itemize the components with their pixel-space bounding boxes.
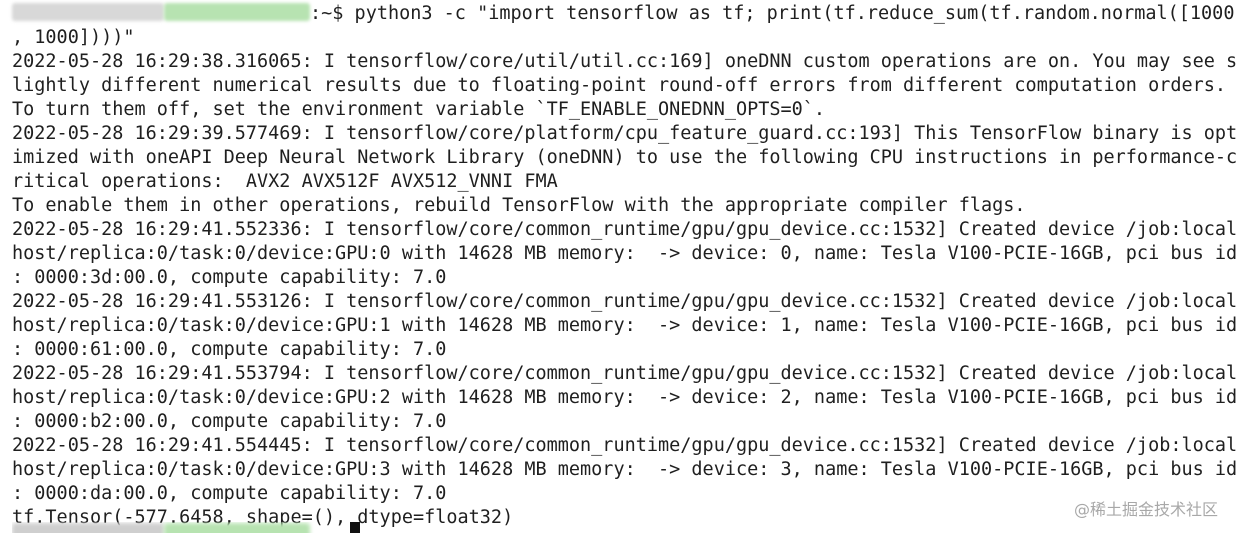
output-line: host/replica:0/task:0/device:GPU:2 with … bbox=[12, 387, 1236, 408]
command-line-continued: , 1000])))" bbox=[12, 27, 135, 48]
output-line: 2022-05-28 16:29:39.577469: I tensorflow… bbox=[12, 123, 1236, 144]
terminal-output: :~$ python3 -c "import tensorflow as tf;… bbox=[12, 2, 1236, 530]
output-line: 2022-05-28 16:29:38.316065: I tensorflow… bbox=[12, 51, 1236, 72]
redacted-hostname bbox=[164, 3, 310, 21]
output-line: : 0000:61:00.0, compute capability: 7.0 bbox=[12, 339, 447, 360]
redacted-username bbox=[12, 3, 164, 21]
output-line: : 0000:da:00.0, compute capability: 7.0 bbox=[12, 483, 447, 504]
output-line: imized with oneAPI Deep Neural Network L… bbox=[12, 147, 1236, 168]
tensor-result-line: tf.Tensor(-577.6458, shape=(), dtype=flo… bbox=[12, 507, 514, 528]
prompt-suffix: :~$ bbox=[310, 3, 344, 24]
redacted-hostname bbox=[164, 523, 310, 533]
redacted-username bbox=[12, 523, 164, 533]
command-text: python3 -c "import tensorflow as tf; pri… bbox=[343, 3, 1235, 24]
output-line: 2022-05-28 16:29:41.552336: I tensorflow… bbox=[12, 219, 1236, 240]
output-line: host/replica:0/task:0/device:GPU:0 with … bbox=[12, 243, 1236, 264]
output-line: To enable them in other operations, rebu… bbox=[12, 195, 1026, 216]
output-line: 2022-05-28 16:29:41.554445: I tensorflow… bbox=[12, 435, 1236, 456]
output-line: : 0000:3d:00.0, compute capability: 7.0 bbox=[12, 267, 447, 288]
output-line: host/replica:0/task:0/device:GPU:3 with … bbox=[12, 459, 1236, 480]
output-line: ritical operations: AVX2 AVX512F AVX512_… bbox=[12, 171, 558, 192]
output-line: host/replica:0/task:0/device:GPU:1 with … bbox=[12, 315, 1236, 336]
next-prompt-line[interactable] bbox=[12, 522, 360, 533]
command-line: :~$ python3 -c "import tensorflow as tf;… bbox=[12, 2, 1236, 26]
output-line: 2022-05-28 16:29:41.553794: I tensorflow… bbox=[12, 363, 1236, 384]
terminal-cursor bbox=[350, 522, 360, 533]
output-line: : 0000:b2:00.0, compute capability: 7.0 bbox=[12, 411, 447, 432]
output-line: To turn them off, set the environment va… bbox=[12, 99, 826, 120]
site-watermark: @稀土掘金技术社区 bbox=[1073, 500, 1218, 519]
output-line: lightly different numerical results due … bbox=[12, 75, 1227, 96]
output-line: 2022-05-28 16:29:41.553126: I tensorflow… bbox=[12, 291, 1236, 312]
